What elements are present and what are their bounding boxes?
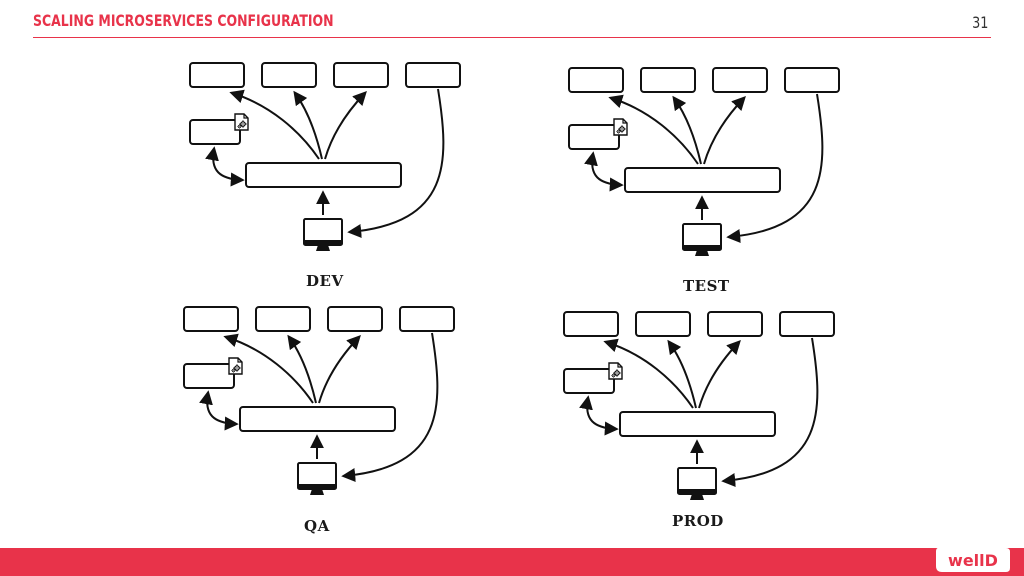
slide-title: SCALING MICROSERVICES CONFIGURATION bbox=[33, 11, 334, 30]
env-dev-diagram bbox=[190, 63, 460, 251]
logo-text: wellD bbox=[948, 551, 998, 570]
env-label-prod: PROD bbox=[672, 512, 724, 530]
title-divider bbox=[33, 37, 991, 38]
env-test-diagram bbox=[569, 68, 839, 256]
page-number: 31 bbox=[971, 13, 988, 32]
env-prod-diagram bbox=[564, 312, 834, 500]
env-label-test: TEST bbox=[683, 277, 730, 295]
env-qa-diagram bbox=[184, 307, 454, 495]
welld-logo: wellD bbox=[936, 548, 1010, 572]
footer-bar bbox=[0, 548, 1024, 576]
env-label-dev: DEV bbox=[306, 272, 344, 290]
env-label-qa: QA bbox=[304, 517, 330, 535]
